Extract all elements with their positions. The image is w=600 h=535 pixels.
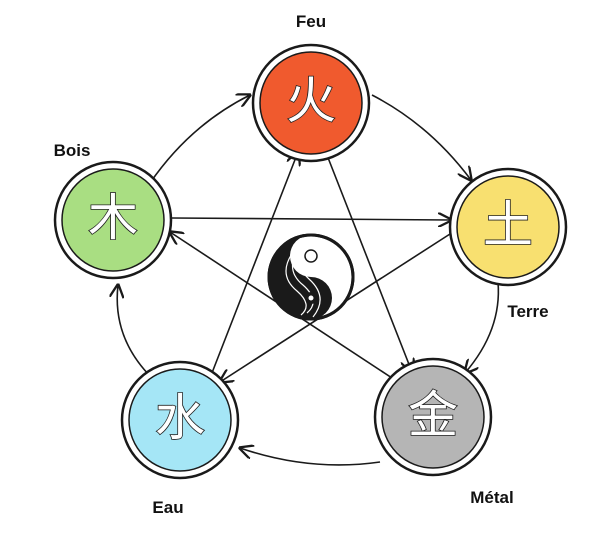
generating-cycle [117,94,500,466]
element-disc-metal [381,365,485,469]
element-glyph-metal: 金 [408,386,458,444]
arrow-feu-terre [371,94,471,180]
element-disc-feu [259,51,363,155]
element-nodes: 火 Feu 土 Terre 金 Métal 水 Eau 木 Bois [54,12,568,517]
element-disc-bois [61,168,165,272]
element-node-feu: 火 Feu [251,12,371,163]
element-glyph-feu: 火 [286,72,336,130]
element-node-eau: 水 Eau [120,360,240,517]
element-node-bois: 木 Bois [54,141,173,280]
element-label-eau: Eau [152,498,183,517]
arrow-metal-eau [240,448,381,466]
element-label-metal: Métal [470,488,513,507]
element-label-feu: Feu [296,12,326,31]
element-glyph-eau: 水 [155,389,205,447]
arrow-eau-bois [117,285,153,379]
element-glyph-bois: 木 [88,189,138,247]
arrow-bois-terre [171,218,451,220]
arrow-terre-metal [465,281,500,373]
element-node-terre: 土 Terre [448,167,568,321]
element-node-metal: 金 Métal [373,357,514,507]
element-glyph-terre: 土 [483,196,533,254]
element-label-bois: Bois [54,141,91,160]
element-disc-terre [456,175,560,279]
element-disc-eau [128,368,232,472]
element-label-terre: Terre [507,302,548,321]
arrow-feu-metal [324,149,412,372]
yin-yang-icon [267,233,355,321]
arrow-bois-feu [149,95,250,184]
arrow-eau-feu [209,152,298,379]
